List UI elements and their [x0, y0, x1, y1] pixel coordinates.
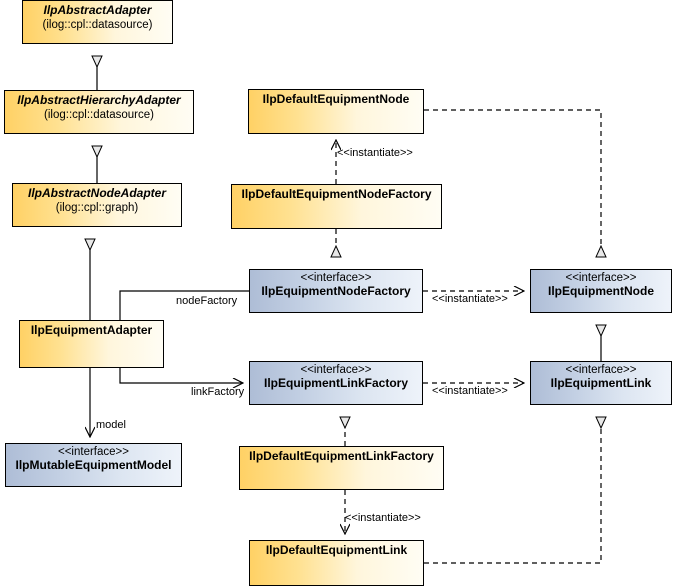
class-name: IlpAbstractNodeAdapter	[27, 186, 167, 200]
class-name: IlpDefaultEquipmentNodeFactory	[241, 187, 432, 201]
class-stereotype: <<interface>>	[565, 364, 637, 376]
class-box-IlpAbstractHierarchyAdapter[interactable]: IlpAbstractHierarchyAdapter(ilog::cpl::d…	[4, 90, 194, 134]
edge-label-lbl-inst-nodefactory: <<instantiate>>	[432, 293, 508, 305]
class-box-IlpEquipmentLinkFactory[interactable]: <<interface>>IlpEquipmentLinkFactory	[249, 361, 423, 405]
class-box-IlpEquipmentNodeFactory[interactable]: <<interface>>IlpEquipmentNodeFactory	[249, 269, 423, 313]
class-name: IlpEquipmentLinkFactory	[263, 376, 408, 391]
class-name: IlpDefaultEquipmentNode	[262, 92, 410, 106]
class-box-IlpDefaultEquipmentNode[interactable]: IlpDefaultEquipmentNode	[248, 89, 424, 134]
class-stereotype: <<interface>>	[58, 446, 129, 458]
edge-label-lbl-linkfactory: linkFactory	[191, 386, 245, 398]
edge-association-linkfactory	[119, 368, 243, 383]
edge-realization-defaultnode-to-equipmentnode	[424, 109, 601, 257]
class-name: IlpEquipmentLink	[550, 376, 652, 391]
class-name: IlpEquipmentNodeFactory	[261, 284, 411, 299]
class-name: IlpEquipmentAdapter	[30, 323, 153, 337]
edge-label-lbl-nodefactory: nodeFactory	[176, 295, 238, 307]
class-namespace: (ilog::cpl::datasource)	[44, 108, 154, 121]
class-box-IlpMutableEquipmentModel[interactable]: <<interface>>IlpMutableEquipmentModel	[5, 443, 182, 487]
class-box-IlpDefaultEquipmentNodeFactory[interactable]: IlpDefaultEquipmentNodeFactory	[231, 184, 442, 229]
class-name: IlpAbstractAdapter	[43, 3, 152, 17]
class-name: IlpDefaultEquipmentLinkFactory	[249, 449, 434, 463]
class-stereotype: <<interface>>	[565, 272, 637, 284]
edge-label-lbl-model: model	[96, 419, 126, 431]
edge-label-lbl-inst-linkfactory: <<instantiate>>	[432, 385, 508, 397]
class-box-IlpEquipmentAdapter[interactable]: IlpEquipmentAdapter	[19, 320, 164, 368]
class-name: IlpEquipmentNode	[548, 284, 654, 299]
class-name: IlpMutableEquipmentModel	[15, 458, 172, 473]
class-namespace: (ilog::cpl::datasource)	[42, 18, 153, 31]
class-namespace: (ilog::cpl::graph)	[55, 201, 139, 214]
edge-realization-defaultlink-to-equipmentlink	[424, 417, 601, 564]
class-name: IlpAbstractHierarchyAdapter	[17, 93, 181, 107]
class-box-IlpDefaultEquipmentLinkFactory[interactable]: IlpDefaultEquipmentLinkFactory	[239, 446, 444, 490]
class-box-IlpAbstractAdapter[interactable]: IlpAbstractAdapter(ilog::cpl::datasource…	[22, 0, 173, 44]
edge-label-lbl-inst-link: <<instantiate>>	[345, 512, 421, 524]
class-stereotype: <<interface>>	[300, 364, 372, 376]
class-box-IlpEquipmentLink[interactable]: <<interface>>IlpEquipmentLink	[530, 361, 672, 405]
edge-label-lbl-inst-node: <<instantiate>>	[337, 147, 413, 159]
class-box-IlpDefaultEquipmentLink[interactable]: IlpDefaultEquipmentLink	[249, 540, 424, 586]
class-box-IlpEquipmentNode[interactable]: <<interface>>IlpEquipmentNode	[530, 269, 672, 313]
class-box-IlpAbstractNodeAdapter[interactable]: IlpAbstractNodeAdapter(ilog::cpl::graph)	[12, 183, 182, 227]
class-name: IlpDefaultEquipmentLink	[265, 543, 408, 557]
class-stereotype: <<interface>>	[300, 272, 372, 284]
